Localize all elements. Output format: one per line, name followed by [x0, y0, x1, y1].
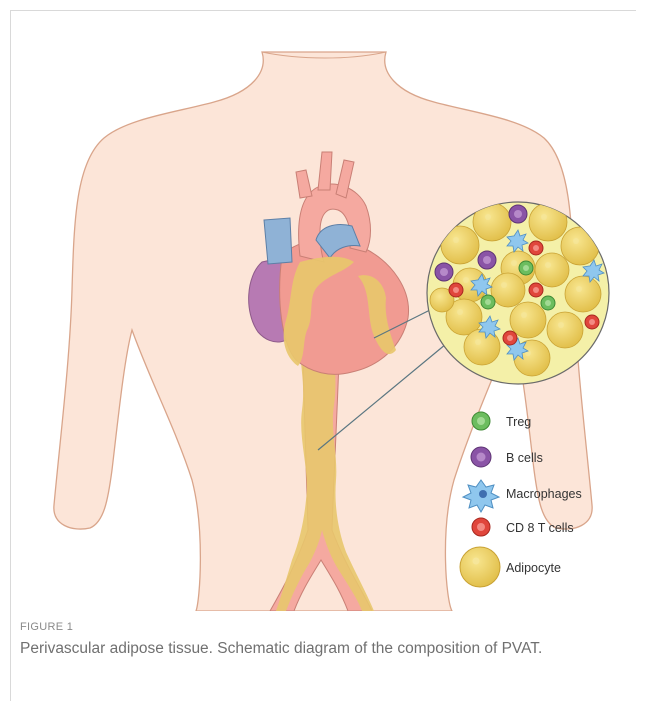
pvat-inset: [427, 202, 609, 384]
superior-vena-cava: [264, 218, 292, 264]
legend-label-macrophages: Macrophages: [506, 487, 582, 501]
legend-label-b-cells: B cells: [506, 451, 543, 465]
figure-illustration: Treg B cells Macrophages CD 8 T cells Ad…: [0, 0, 648, 611]
figure-caption: FIGURE 1 Perivascular adipose tissue. Sc…: [20, 621, 630, 659]
legend-item-treg: Treg: [472, 412, 531, 430]
figure-label: FIGURE 1: [20, 621, 630, 633]
legend-label-treg: Treg: [506, 415, 531, 429]
figure-caption-text: Perivascular adipose tissue. Schematic d…: [20, 639, 630, 659]
legend-label-adipocyte: Adipocyte: [506, 561, 561, 575]
adipocyte-icon: [460, 547, 500, 587]
legend-label-cd8: CD 8 T cells: [506, 521, 574, 535]
legend-item-adipocyte: Adipocyte: [460, 547, 561, 587]
legend-item-cd8: CD 8 T cells: [472, 518, 574, 536]
